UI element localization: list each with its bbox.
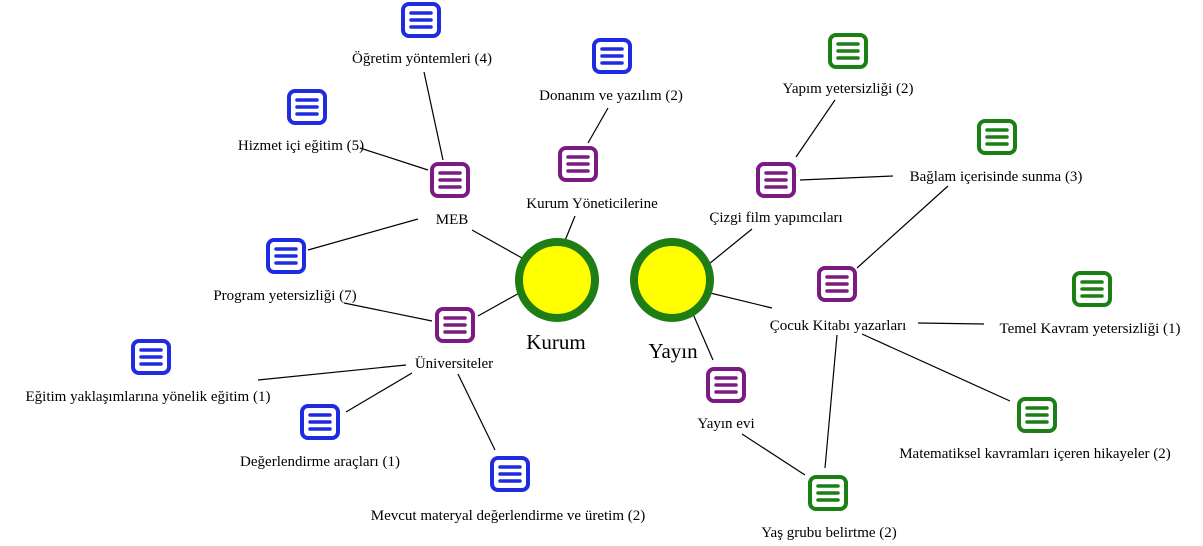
hub-node-kurum (515, 238, 599, 322)
group-label-universiteler: Üniversiteler (415, 355, 493, 372)
edge-program-universiteler (343, 302, 433, 322)
group-label-kurum_yon: Kurum Yöneticilerine (526, 196, 658, 212)
document-icon-universiteler (435, 307, 475, 343)
document-icon-cizgi (756, 162, 796, 198)
code-label-hizmet: Hizmet içi eğitim (5) (238, 138, 364, 154)
edge-mevcut-universiteler (457, 373, 496, 451)
edge-meb-kurum (471, 229, 523, 259)
diagram-icons (131, 2, 1112, 511)
code-label-donanim: Donanım ve yazılım (2) (539, 88, 683, 104)
code-label-program: Program yetersizliği (7) (213, 288, 356, 304)
document-icon-yayinevi (706, 367, 746, 403)
edge-degerlendirme-universiteler (345, 372, 413, 413)
edge-temel-cocuk (917, 322, 985, 325)
diagram-hubs (515, 238, 714, 322)
document-icon-yas (808, 475, 848, 511)
document-icon-kurum_yon (558, 146, 598, 182)
edge-yas-cocuk (824, 334, 838, 469)
hub-node-yayin (630, 238, 714, 322)
edge-egitim_yak-universiteler (257, 364, 407, 381)
code-label-mevcut: Mevcut materyal değerlendirme ve üretim … (371, 508, 645, 524)
code-label-yas: Yaş grubu belirtme (2) (761, 525, 897, 541)
edge-cizgi-yayin (703, 228, 753, 269)
code-label-baglam: Bağlam içerisinde sunma (3) (910, 169, 1083, 185)
document-icon-yapim (828, 33, 868, 69)
document-icon-egitim_yak (131, 339, 171, 375)
edge-hizmet-meb (359, 147, 429, 171)
document-icon-meb (430, 162, 470, 198)
code-label-egitim_yak: Eğitim yaklaşımlarına yönelik eğitim (1) (26, 389, 271, 405)
document-icon-baglam (977, 119, 1017, 155)
code-label-degerlendirme: Değerlendirme araçları (1) (240, 454, 400, 470)
diagram-edges (257, 71, 1011, 476)
group-label-cocuk: Çocuk Kitabı yazarları (770, 318, 907, 334)
code-label-temel: Temel Kavram yetersizliği (1) (1000, 321, 1181, 337)
diagram-labels: Kurum Yayın MEB Kurum YöneticilerineÜnivers… (26, 50, 1181, 541)
edge-matematik-cocuk (861, 333, 1011, 402)
document-icon-cocuk (817, 266, 857, 302)
document-icon-mevcut (490, 456, 530, 492)
document-icon-program (266, 238, 306, 274)
code-label-yapim: Yapım yetersizliği (2) (783, 81, 914, 97)
edge-baglam-cizgi (799, 175, 894, 181)
hub-label-kurum: Kurum (526, 330, 586, 354)
code-label-matematik: Matematiksel kavramları içeren hikayeler… (899, 446, 1171, 462)
group-label-yayinevi: Yayın evi (697, 416, 754, 432)
document-icon-hizmet (287, 89, 327, 125)
edge-donanim-kurum_yon (587, 107, 609, 144)
hub-label-yayin: Yayın (648, 339, 698, 363)
edge-cocuk-yayin (705, 291, 773, 309)
group-label-meb: MEB (436, 212, 469, 228)
group-label-cizgi: Çizgi film yapımcıları (709, 210, 842, 226)
document-icon-ogretim (401, 2, 441, 38)
document-icon-matematik (1017, 397, 1057, 433)
document-icon-temel (1072, 271, 1112, 307)
code-label-ogretim: Öğretim yöntemleri (4) (352, 50, 492, 67)
document-icon-degerlendirme (300, 404, 340, 440)
edge-yayinevi-yayin (692, 313, 714, 361)
edge-program-meb (307, 218, 419, 251)
edge-yas-yayinevi (741, 433, 806, 476)
document-icon-donanim (592, 38, 632, 74)
edge-baglam-cocuk (856, 185, 949, 269)
edge-yapim-cizgi (795, 99, 836, 158)
edge-ogretim-meb (423, 71, 444, 161)
